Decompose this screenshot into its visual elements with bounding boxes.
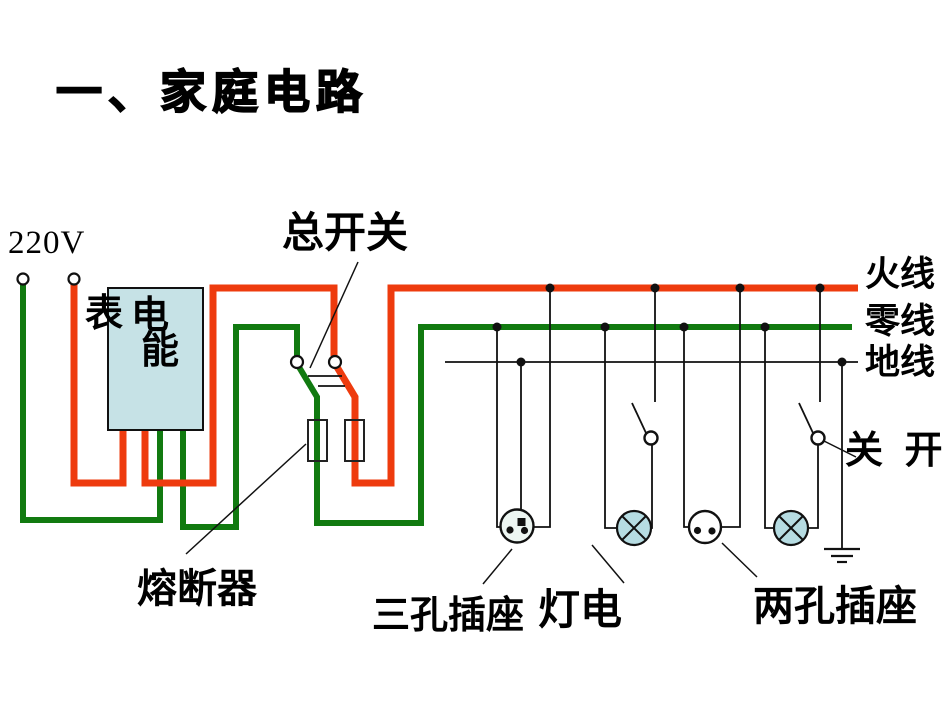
junction-dot bbox=[650, 283, 660, 293]
main-switch-leader-line bbox=[309, 261, 359, 369]
wall-switch-2-contact bbox=[810, 430, 826, 446]
fuse-leader-line bbox=[185, 443, 307, 555]
two-hole-socket-pin-right bbox=[708, 527, 716, 535]
fuse-right-box bbox=[344, 419, 365, 462]
three-hole-socket-symbol bbox=[499, 508, 535, 544]
junction-dots bbox=[492, 283, 847, 367]
lamp1-neutral-drop bbox=[604, 327, 617, 529]
energy-meter-box bbox=[107, 287, 204, 431]
neutral-wire-meter-to-main-switch bbox=[180, 324, 300, 530]
lamp2-switch-drop bbox=[808, 444, 819, 529]
junction-dot bbox=[600, 322, 610, 332]
meter-label-char-biao: 表 bbox=[85, 293, 124, 335]
earth-wire-label: 地线 bbox=[865, 343, 936, 382]
neutral-wire-supply-to-meter bbox=[20, 284, 163, 523]
junction-dot bbox=[815, 283, 825, 293]
main-switch-label: 总开关 bbox=[282, 211, 409, 257]
neutral-wire-label: 零线 bbox=[865, 302, 936, 341]
main-switch-pole-left bbox=[289, 354, 305, 370]
neutral-wire-blade-fuse-and-bus bbox=[296, 324, 852, 526]
switch1-blade bbox=[631, 402, 647, 434]
meter-label-char-neng: 能 bbox=[141, 330, 180, 372]
supply-voltage-label: 220V bbox=[8, 225, 86, 261]
socket3-leader-line bbox=[482, 548, 513, 585]
three-hole-socket-pin-right bbox=[520, 526, 529, 535]
junction-dot bbox=[545, 283, 555, 293]
socket3-live-drop bbox=[534, 288, 551, 528]
lamp2-neutral-drop bbox=[764, 327, 774, 529]
junction-dot bbox=[679, 322, 689, 332]
junction-dot bbox=[837, 357, 847, 367]
meter-label-char-dian: 电 bbox=[131, 295, 170, 337]
two-hole-socket-symbol bbox=[687, 509, 723, 545]
junction-dot bbox=[735, 283, 745, 293]
leader-lines bbox=[185, 261, 857, 585]
three-hole-socket-body bbox=[499, 508, 535, 544]
two-hole-socket-body bbox=[687, 509, 723, 545]
socket3-neutral-drop bbox=[496, 327, 501, 528]
live-wire bbox=[70, 284, 858, 487]
live-wire-meter-to-main-switch bbox=[141, 284, 338, 487]
page-title: 一、家庭电路 bbox=[55, 67, 368, 118]
three-hole-socket-label: 三孔插座 bbox=[372, 595, 525, 637]
branch-switch-label: 关 开 bbox=[845, 430, 949, 472]
earth-and-branch-wires bbox=[308, 288, 858, 548]
three-hole-socket-earth-pin bbox=[517, 518, 526, 526]
fuse-label: 熔断器 bbox=[137, 566, 257, 611]
wall-switch-1-contact bbox=[643, 430, 659, 446]
fuse-left-box bbox=[307, 419, 328, 462]
junction-dot bbox=[492, 322, 502, 332]
lamp-2-symbol bbox=[772, 509, 810, 547]
lamp1-switch-drop bbox=[651, 444, 653, 529]
socket2-live-drop bbox=[721, 288, 741, 528]
two-hole-socket-pin-left bbox=[693, 526, 702, 535]
supply-terminal-left bbox=[16, 272, 30, 286]
two-hole-socket-label: 两孔插座 bbox=[753, 583, 917, 629]
lamp-label: 灯电 bbox=[538, 588, 623, 634]
branch-switch-leader-line bbox=[823, 440, 857, 458]
lamp-1-symbol bbox=[615, 509, 653, 547]
live-wire-label: 火线 bbox=[865, 255, 936, 294]
junction-dot bbox=[760, 322, 770, 332]
three-hole-socket-pin-left bbox=[506, 526, 514, 534]
socket2-neutral-drop bbox=[683, 327, 689, 528]
switch2-blade bbox=[798, 402, 814, 434]
live-wire-supply-to-meter bbox=[70, 284, 127, 487]
earth-symbol bbox=[824, 547, 860, 564]
lamp-2-cross bbox=[778, 515, 804, 541]
live-wire-blade-fuse-and-bus bbox=[333, 284, 858, 487]
lamp-leader-line bbox=[591, 544, 625, 584]
supply-terminal-right bbox=[67, 272, 81, 286]
socket2-leader-line bbox=[721, 542, 758, 578]
lamp-1-cross bbox=[621, 515, 647, 541]
main-switch-pole-right bbox=[327, 354, 343, 370]
junction-dot bbox=[516, 357, 526, 367]
